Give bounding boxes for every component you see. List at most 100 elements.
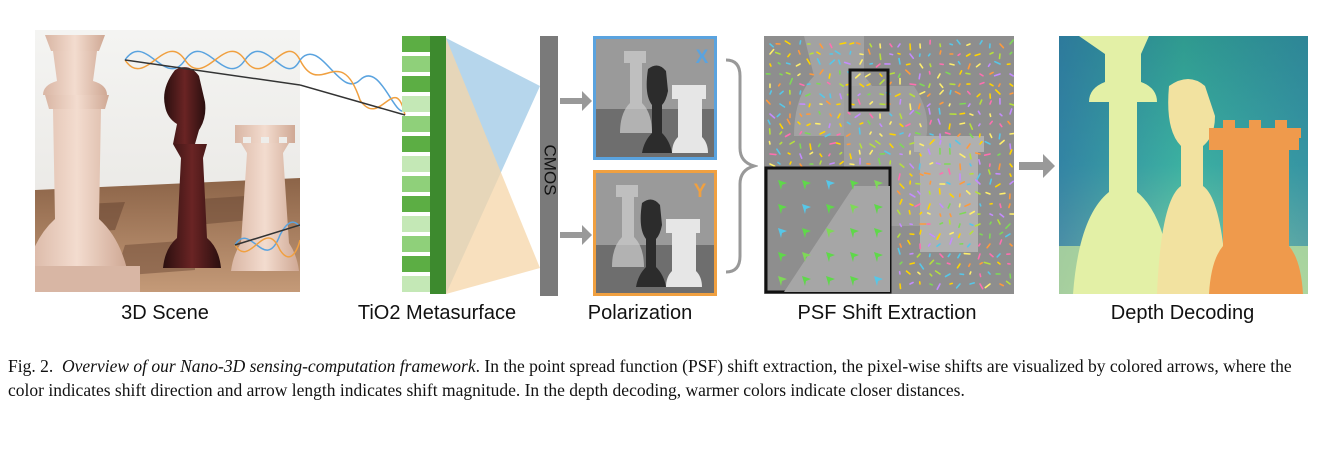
shift-arrow-zoomed bbox=[826, 276, 835, 286]
shift-arrow bbox=[916, 253, 921, 258]
shift-arrow bbox=[769, 90, 773, 95]
metasurface-substrate bbox=[430, 36, 446, 294]
shift-arrow bbox=[926, 212, 931, 215]
figure-caption: Fig. 2. Overview of our Nano-3D sensing-… bbox=[8, 354, 1330, 402]
shift-arrow bbox=[786, 118, 791, 125]
shift-arrow bbox=[987, 169, 991, 175]
shift-arrow bbox=[905, 69, 911, 75]
shift-arrow bbox=[999, 192, 1006, 195]
shift-arrow bbox=[909, 262, 915, 265]
shift-arrow bbox=[909, 163, 915, 169]
shift-arrow bbox=[859, 53, 864, 56]
shift-arrow bbox=[769, 163, 776, 167]
shift-arrow bbox=[808, 103, 811, 108]
shift-arrow bbox=[909, 93, 916, 98]
shift-arrow bbox=[938, 107, 941, 115]
caption-body: . In the point spread function (PSF) shi… bbox=[8, 356, 1292, 400]
shift-arrow bbox=[836, 103, 841, 106]
chess-scene-image bbox=[27, 30, 301, 292]
shift-arrow bbox=[889, 143, 894, 149]
shift-arrow bbox=[774, 51, 781, 55]
shift-arrow bbox=[966, 183, 971, 186]
psf-label: PSF Shift Extraction bbox=[797, 302, 977, 324]
shift-arrow bbox=[999, 231, 1004, 235]
shift-arrow bbox=[797, 49, 801, 55]
light-wave-upper bbox=[124, 50, 301, 86]
shift-arrow bbox=[919, 263, 925, 270]
shift-arrow bbox=[979, 73, 984, 77]
shift-arrow bbox=[1009, 173, 1012, 177]
shift-arrow bbox=[975, 63, 981, 68]
shift-arrow bbox=[917, 190, 921, 195]
shift-arrow bbox=[947, 253, 951, 258]
shift-arrow bbox=[819, 153, 823, 158]
shift-arrow bbox=[779, 90, 784, 95]
shift-arrow bbox=[936, 233, 941, 240]
shift-arrow bbox=[1005, 233, 1011, 238]
shift-arrow bbox=[797, 121, 801, 125]
shift-arrow bbox=[939, 172, 944, 175]
shift-arrow bbox=[1009, 132, 1014, 135]
shift-arrow bbox=[959, 69, 963, 75]
shift-arrow bbox=[944, 273, 951, 278]
shift-arrow bbox=[969, 113, 974, 116]
shift-arrow bbox=[949, 89, 952, 95]
shift-arrow bbox=[917, 271, 921, 275]
shift-arrow bbox=[989, 213, 994, 216]
shift-arrow bbox=[896, 209, 901, 215]
shift-arrow bbox=[897, 247, 901, 255]
shift-arrow bbox=[769, 63, 772, 67]
shift-arrow bbox=[929, 273, 933, 277]
shift-arrow bbox=[909, 173, 913, 177]
shift-arrow bbox=[869, 101, 874, 105]
shift-arrow bbox=[889, 133, 896, 136]
shift-arrow bbox=[1007, 120, 1011, 125]
shift-arrow bbox=[929, 133, 934, 136]
shift-arrow bbox=[879, 53, 882, 61]
shift-arrow bbox=[908, 133, 911, 137]
shift-arrow bbox=[969, 123, 974, 130]
shift-arrow bbox=[967, 63, 971, 70]
shift-arrow bbox=[997, 219, 1001, 225]
shift-arrow bbox=[1009, 39, 1014, 45]
shift-arrow bbox=[839, 42, 847, 45]
shift-arrow bbox=[954, 90, 961, 95]
psf-zoom-box bbox=[848, 68, 890, 112]
shift-arrow bbox=[1009, 103, 1014, 106]
shift-arrow bbox=[999, 213, 1005, 218]
shift-arrow bbox=[874, 140, 881, 145]
shift-arrow bbox=[825, 100, 831, 105]
shift-arrow bbox=[1005, 223, 1011, 229]
shift-arrow bbox=[935, 262, 941, 265]
shift-arrow bbox=[949, 43, 954, 46]
shift-arrow bbox=[899, 132, 904, 135]
shift-arrow bbox=[959, 153, 966, 158]
shift-arrow bbox=[1009, 83, 1014, 87]
shift-arrow bbox=[799, 40, 802, 45]
shift-arrow bbox=[889, 72, 895, 75]
shift-arrow-zoomed bbox=[850, 276, 859, 286]
shift-arrow bbox=[969, 230, 974, 235]
shift-arrow bbox=[835, 142, 841, 145]
shift-arrow bbox=[879, 93, 884, 96]
shift-arrow bbox=[859, 83, 865, 88]
shift-arrow bbox=[989, 51, 994, 55]
scene-label: 3D Scene bbox=[121, 302, 209, 324]
shift-arrow bbox=[829, 93, 832, 99]
shift-arrow bbox=[799, 130, 803, 135]
shift-arrow bbox=[929, 259, 935, 265]
shift-arrow bbox=[779, 103, 786, 108]
shift-arrow bbox=[869, 43, 873, 48]
shift-arrow bbox=[989, 178, 993, 185]
shift-arrow bbox=[979, 40, 983, 45]
shift-arrow bbox=[999, 203, 1002, 209]
shift-arrow bbox=[819, 69, 824, 75]
psf-shift-panel bbox=[764, 36, 1014, 294]
shift-arrow bbox=[879, 73, 883, 77]
shift-arrow bbox=[959, 181, 966, 185]
shift-arrow bbox=[987, 63, 991, 68]
shift-arrow bbox=[957, 60, 961, 65]
shift-arrow bbox=[947, 203, 951, 209]
shift-arrow bbox=[977, 110, 981, 115]
shift-arrow bbox=[919, 90, 926, 95]
